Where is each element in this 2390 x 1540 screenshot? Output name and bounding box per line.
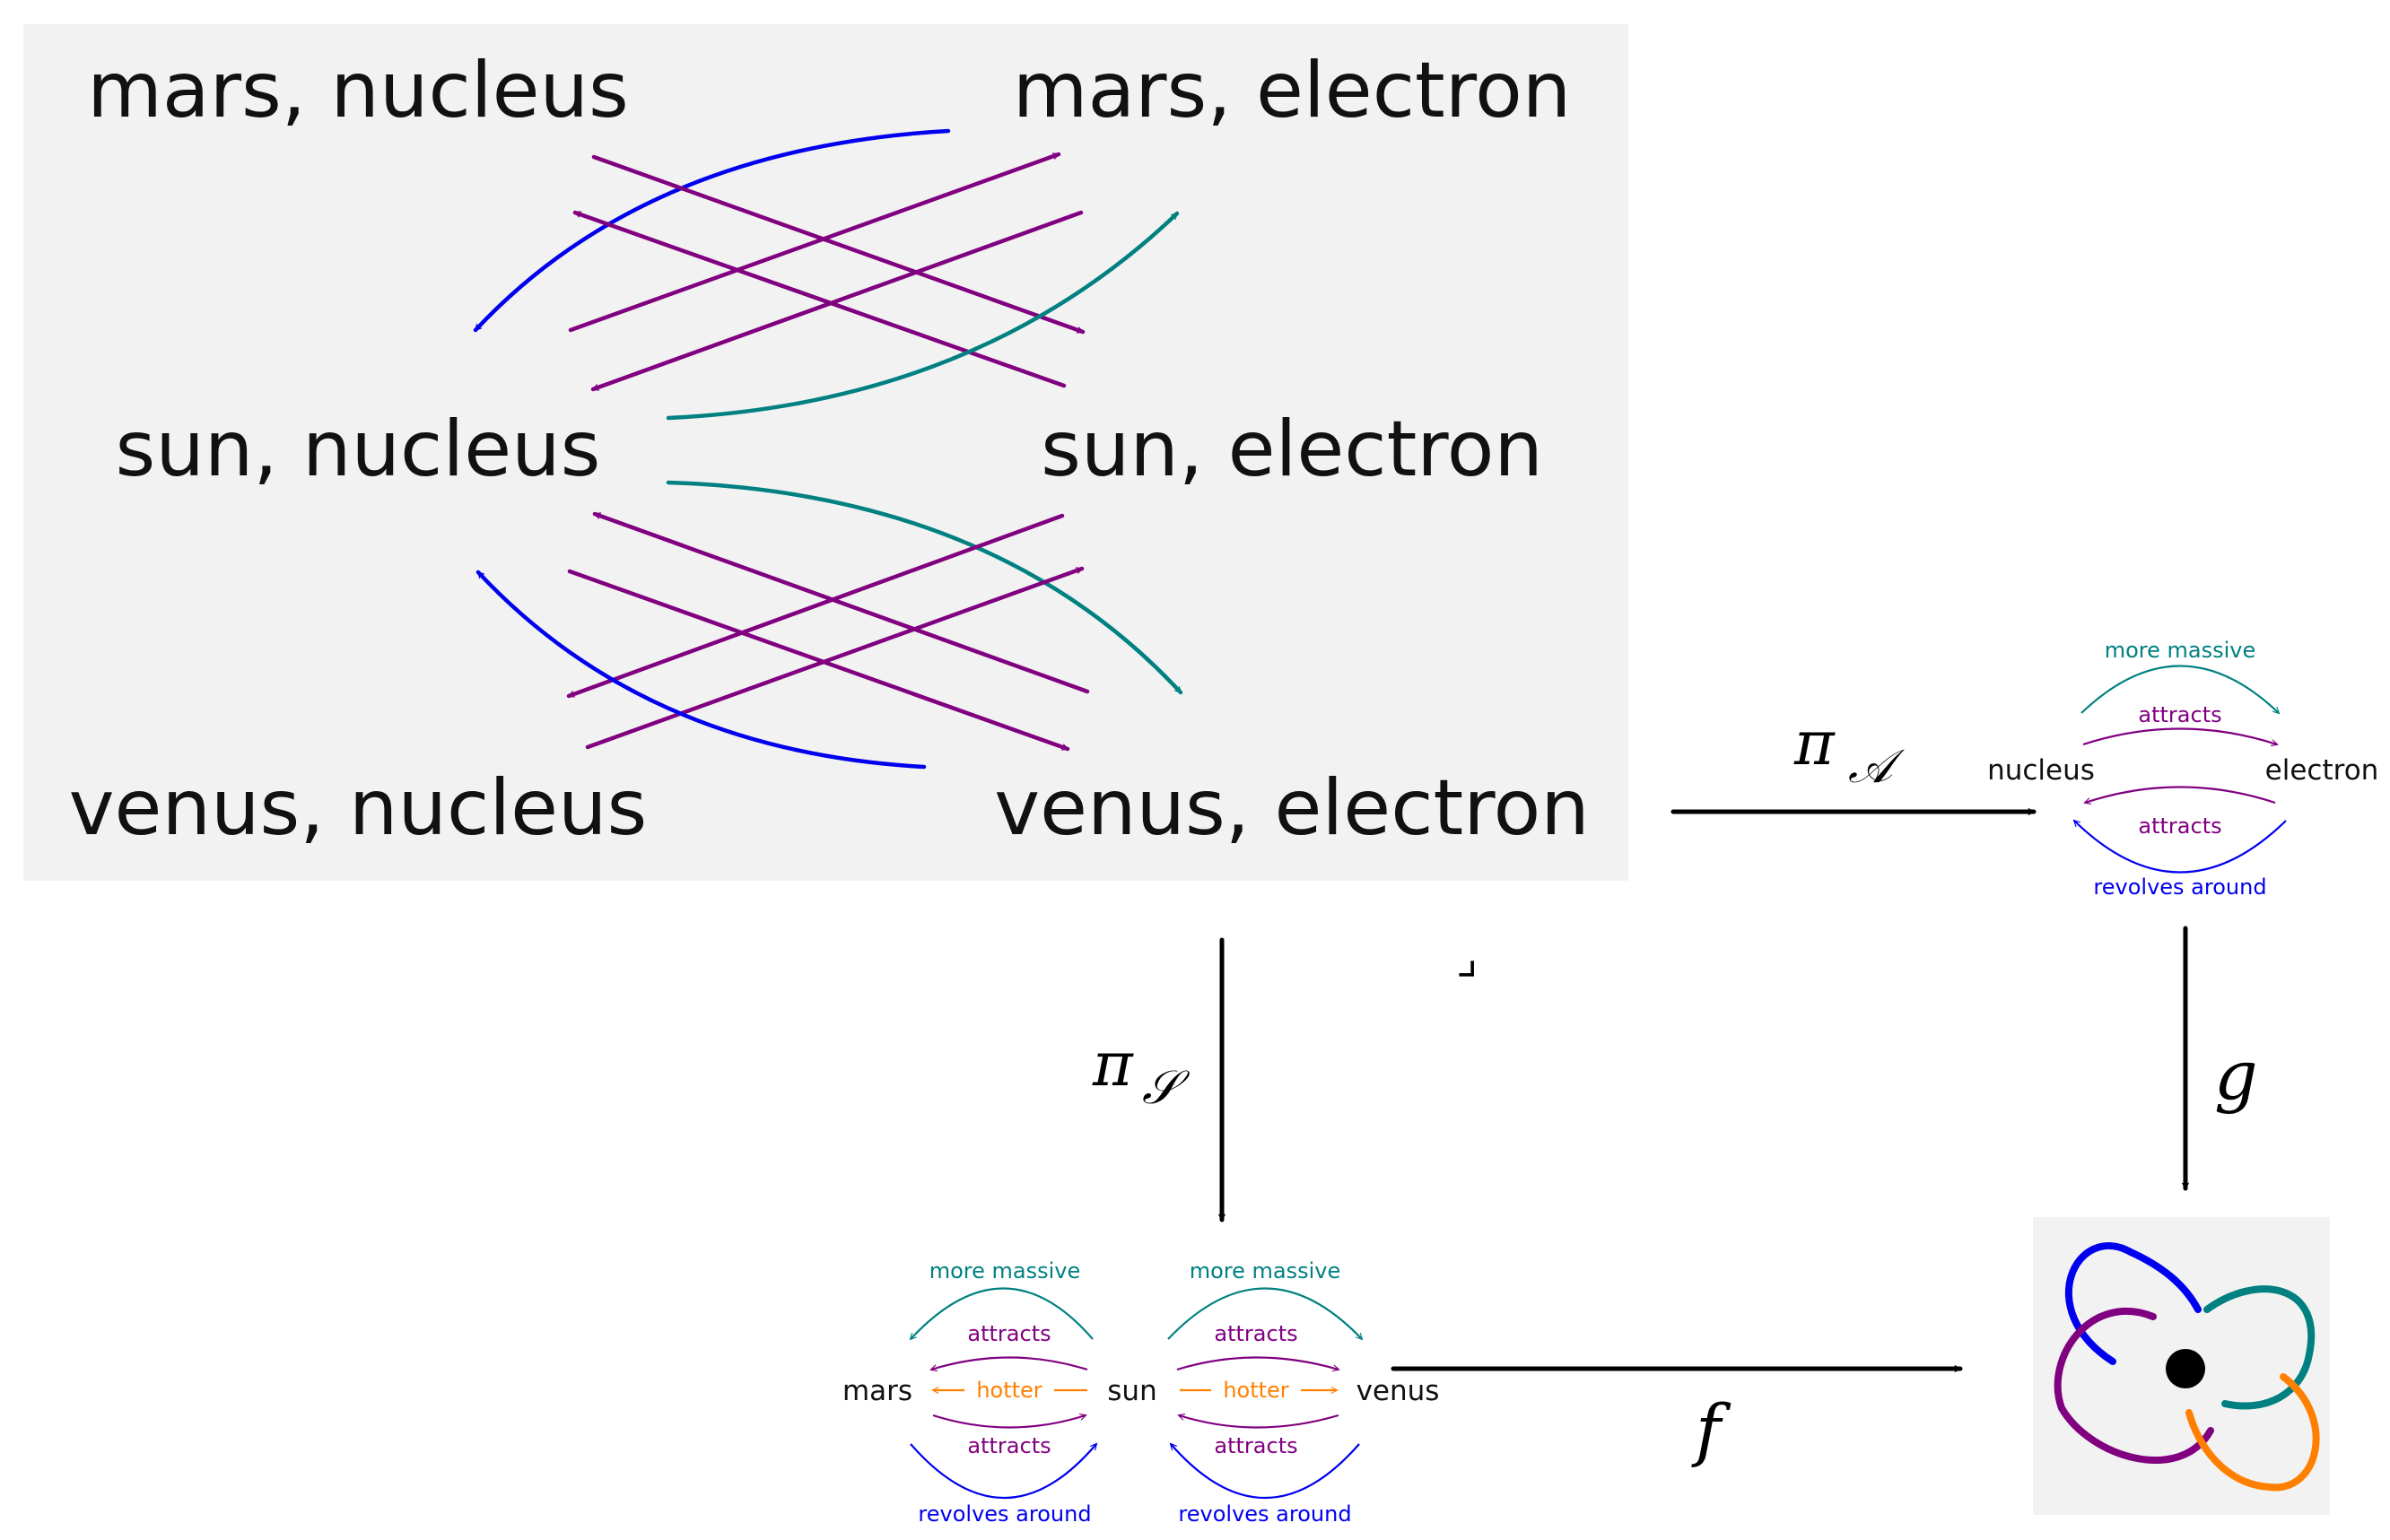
arrow-attracts-upper-3 — [568, 152, 1061, 333]
solar-node-sun: sun — [1107, 1375, 1156, 1407]
node-mars-nucleus: mars, nucleus — [87, 46, 629, 135]
node-mars-electron: mars, electron — [1013, 46, 1572, 135]
atom-arrow-attracts-top — [2082, 727, 2279, 746]
solar-label-right-attracts-top: attracts — [1214, 1321, 1297, 1346]
node-sun-nucleus: sun, nucleus — [116, 405, 601, 494]
solar-label-left-attracts-bottom: attracts — [967, 1433, 1051, 1458]
atom-label-attracts-bottom: attracts — [2138, 814, 2221, 839]
pullback-corner: ⌟ — [1456, 931, 1478, 985]
terminal-point — [2166, 1349, 2205, 1388]
solar-arrow-left-attracts-top — [929, 1356, 1088, 1372]
solar-label-right-attracts-bottom: attracts — [1214, 1433, 1297, 1458]
solar-diagram: mars sun venus more massive more massive… — [842, 1258, 1439, 1527]
atom-arrow-revolves-around — [2072, 819, 2287, 874]
solar-label-right-more-massive: more massive — [1190, 1258, 1341, 1283]
product-panel: mars, nucleus mars, electron sun, nucleu… — [23, 24, 1628, 881]
atom-node-nucleus: nucleus — [1987, 754, 2095, 787]
arrow-attracts-upper-4 — [590, 210, 1084, 392]
arrow-attracts-lower-1 — [566, 513, 1065, 699]
label-pi-a: π — [1793, 709, 1836, 779]
solar-label-left-more-massive: more massive — [929, 1258, 1081, 1283]
atom-label-attracts-top: attracts — [2138, 702, 2221, 727]
solar-arrow-right-attracts-bottom — [1177, 1413, 1339, 1429]
solar-arrow-right-more-massive — [1167, 1287, 1364, 1341]
arrow-revolves-around-lower — [475, 570, 927, 770]
loop-revolves-around — [2064, 1242, 2202, 1365]
solar-arrow-right-revolves-around — [1169, 1442, 1360, 1499]
arrow-more-massive-lower — [666, 480, 1183, 695]
product-panel-background — [23, 24, 1628, 881]
label-pi-s: π — [1092, 1030, 1134, 1101]
solar-node-venus: venus — [1356, 1375, 1440, 1407]
atom-label-revolves-around: revolves around — [2093, 874, 2266, 900]
node-sun-electron: sun, electron — [1041, 405, 1543, 494]
arrow-more-massive-upper — [666, 211, 1180, 421]
solar-arrow-left-attracts-bottom — [932, 1414, 1087, 1429]
solar-arrow-left-revolves-around — [910, 1442, 1098, 1499]
loop-more-massive — [2203, 1285, 2315, 1410]
label-f: f — [1691, 1389, 1731, 1469]
label-pi-s-subscript: 𝒮 — [1142, 1061, 1191, 1115]
atom-diagram: nucleus electron more massive attracts a… — [1987, 638, 2378, 900]
loop-hotter — [2185, 1373, 2320, 1492]
arrow-attracts-lower-2 — [592, 511, 1090, 694]
label-pi-a-subscript: 𝒜 — [1848, 740, 1906, 794]
solar-arrow-left-more-massive — [909, 1287, 1094, 1341]
arrow-attracts-upper-1 — [591, 154, 1086, 335]
solar-label-right-hotter: hotter — [1223, 1378, 1288, 1403]
solar-label-left-revolves-around: revolves around — [918, 1501, 1091, 1527]
atom-arrow-attracts-bottom — [2083, 786, 2276, 805]
arrow-attracts-lower-3 — [567, 569, 1070, 752]
solar-label-left-hotter: hotter — [976, 1378, 1042, 1403]
loop-attracts — [2054, 1308, 2214, 1464]
atom-arrow-more-massive — [2080, 665, 2281, 715]
node-venus-electron: venus, electron — [994, 763, 1590, 853]
label-g: g — [2214, 1035, 2258, 1115]
arrow-attracts-upper-2 — [572, 210, 1067, 388]
atom-node-electron: electron — [2265, 754, 2379, 787]
atom-label-more-massive: more massive — [2105, 638, 2256, 663]
solar-arrow-right-attracts-top — [1176, 1356, 1340, 1372]
terminal-object — [2033, 1217, 2330, 1515]
solar-label-left-attracts-top: attracts — [967, 1321, 1051, 1346]
solar-node-mars: mars — [842, 1375, 912, 1407]
solar-label-right-revolves-around: revolves around — [1178, 1501, 1351, 1527]
arrow-attracts-lower-4 — [585, 566, 1085, 750]
node-venus-nucleus: venus, nucleus — [69, 763, 648, 853]
